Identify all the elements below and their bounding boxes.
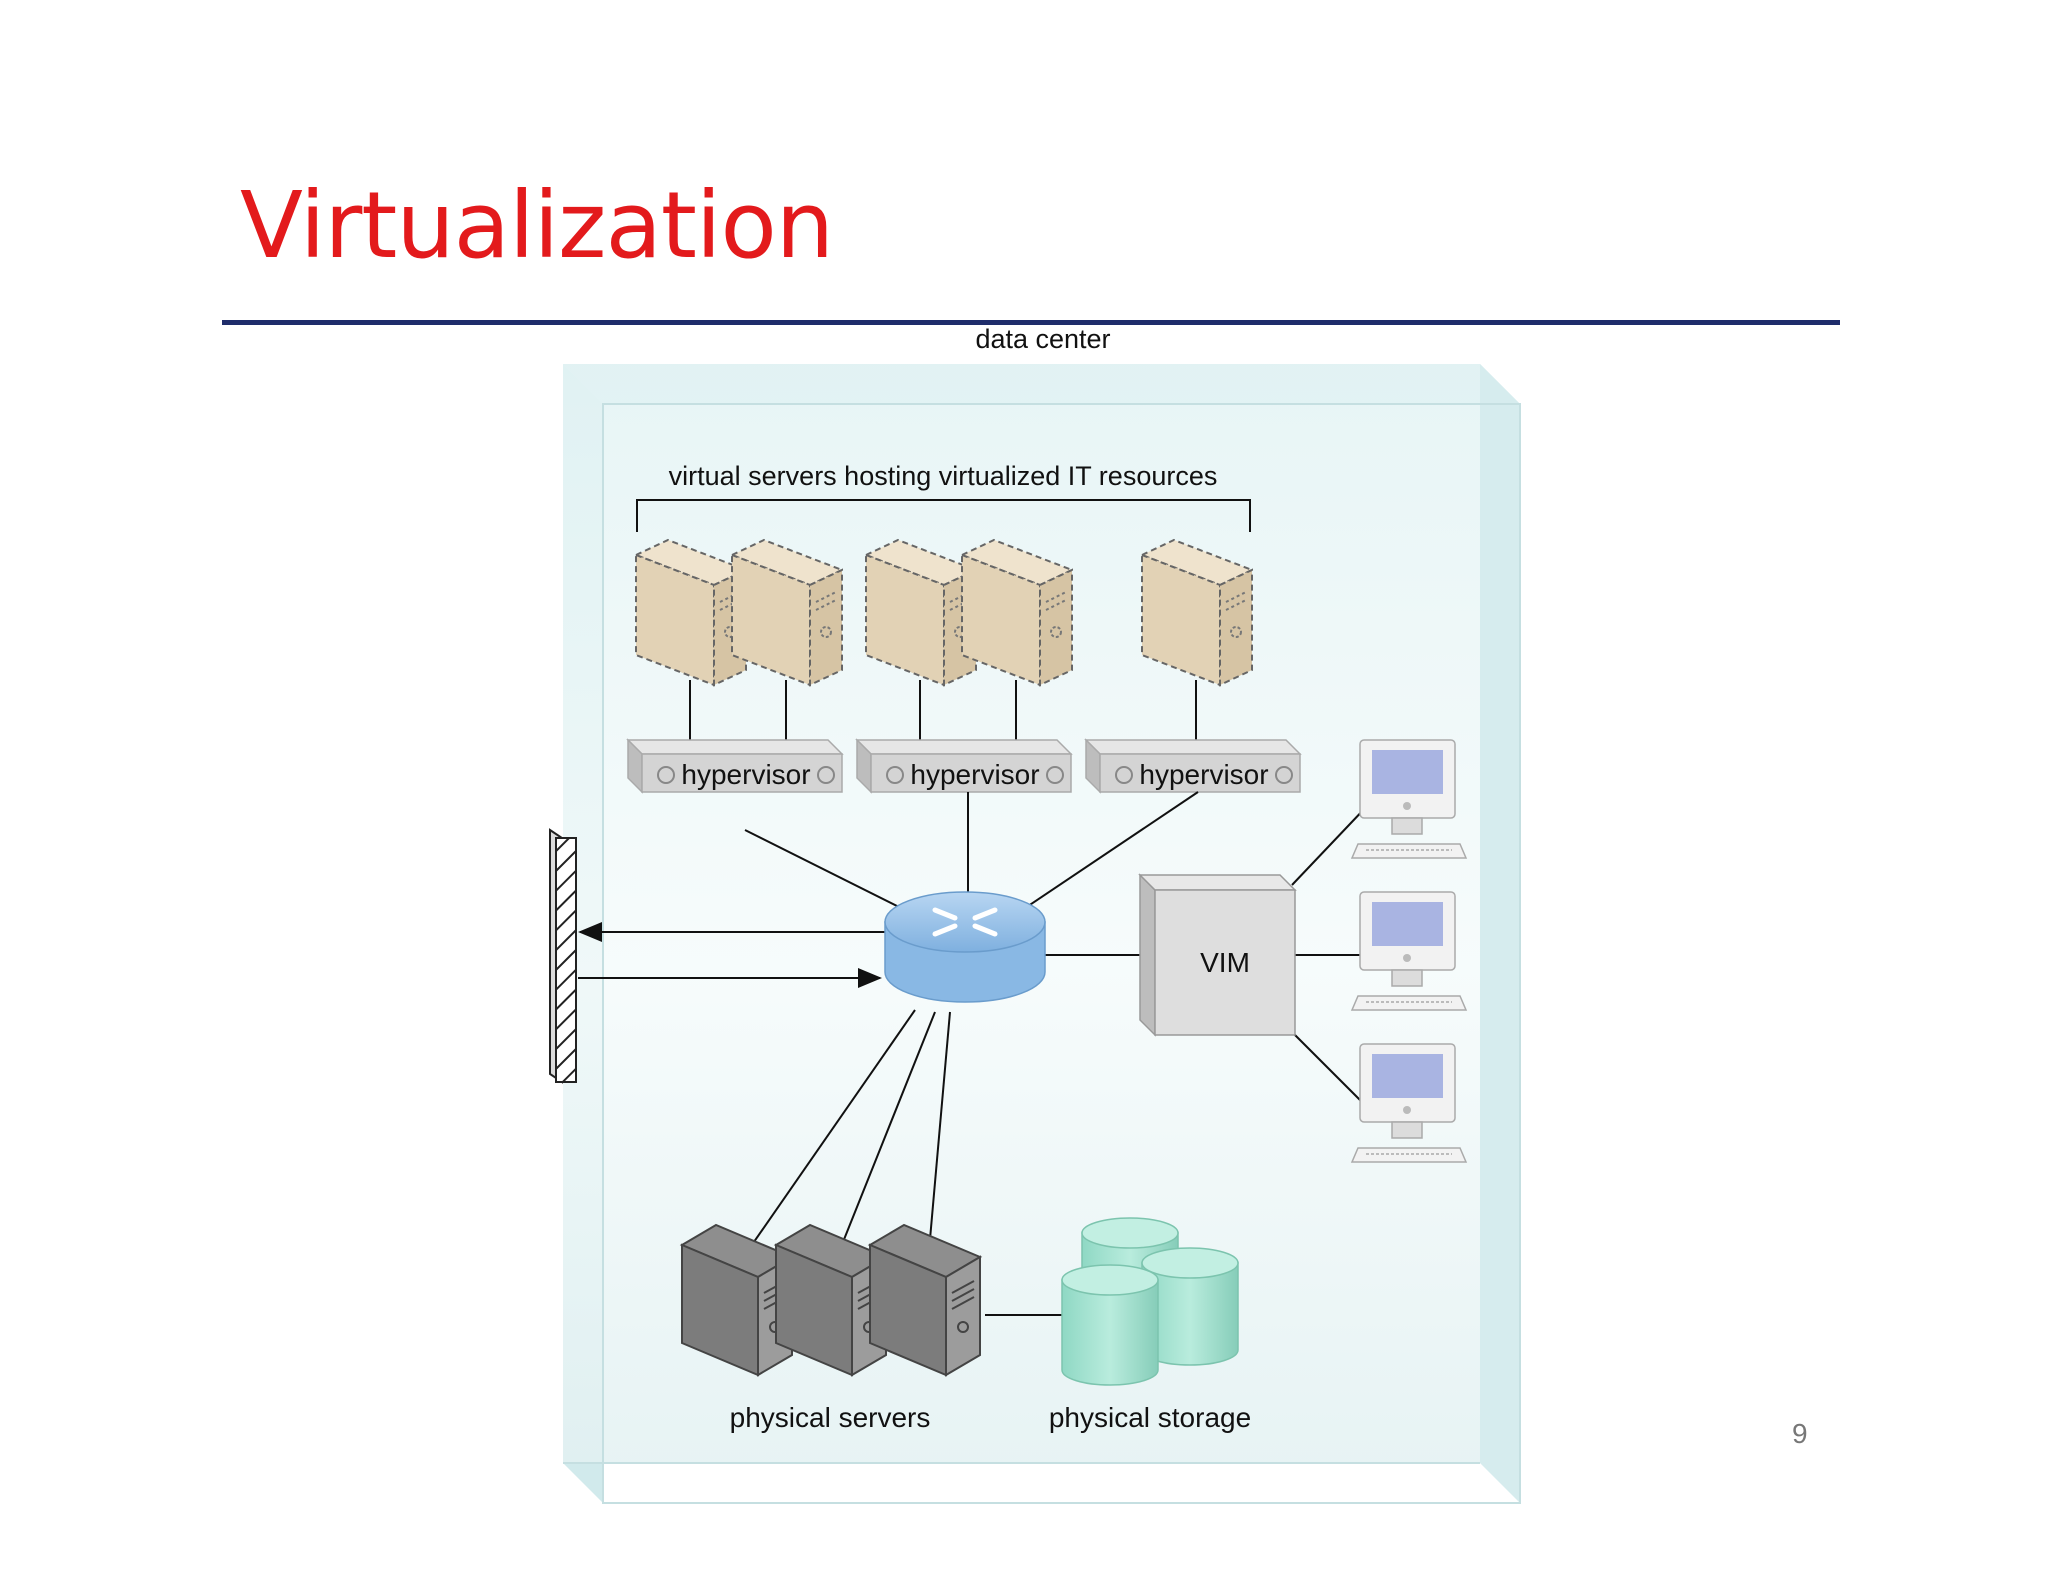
hypervisor-icon: [626, 738, 844, 794]
virtual-server-icon: [1139, 538, 1255, 687]
title-rule: [222, 320, 1840, 325]
slide-title: Virtualization: [240, 172, 834, 279]
virtual-server-icon: [959, 538, 1075, 687]
firewall-icon: [549, 828, 577, 1084]
vim-box: [1138, 873, 1297, 1037]
virtual-servers-label: virtual servers hosting virtualized IT r…: [669, 461, 1218, 491]
router-icon: [884, 891, 1046, 1003]
firewall-traffic-arrows: [578, 922, 885, 988]
virtual-servers-bracket: [636, 499, 1251, 532]
physical-servers-label: physical servers: [730, 1402, 931, 1433]
vim-label: VIM: [1200, 947, 1250, 978]
physical-server-icon: [679, 1223, 795, 1377]
workstation-icon: [1350, 891, 1468, 1011]
hypervisor-label: hypervisor: [910, 759, 1039, 790]
hypervisor-label: hypervisor: [1139, 759, 1268, 790]
vm-hypervisor-connectors: [689, 680, 1197, 745]
physical-storage-label: physical storage: [1049, 1402, 1251, 1433]
hypervisor-icon: [1084, 738, 1302, 794]
hypervisor-icon: [855, 738, 1073, 794]
workstation-icon: [1350, 739, 1468, 859]
storage-cylinder-icon: [1061, 1264, 1159, 1386]
physical-server-icon: [867, 1223, 983, 1377]
data-center-label: data center: [975, 324, 1110, 354]
workstation-icon: [1350, 1043, 1468, 1163]
page-number: 9: [1792, 1418, 1808, 1449]
hypervisor-label: hypervisor: [681, 759, 810, 790]
virtual-server-icon: [729, 538, 845, 687]
